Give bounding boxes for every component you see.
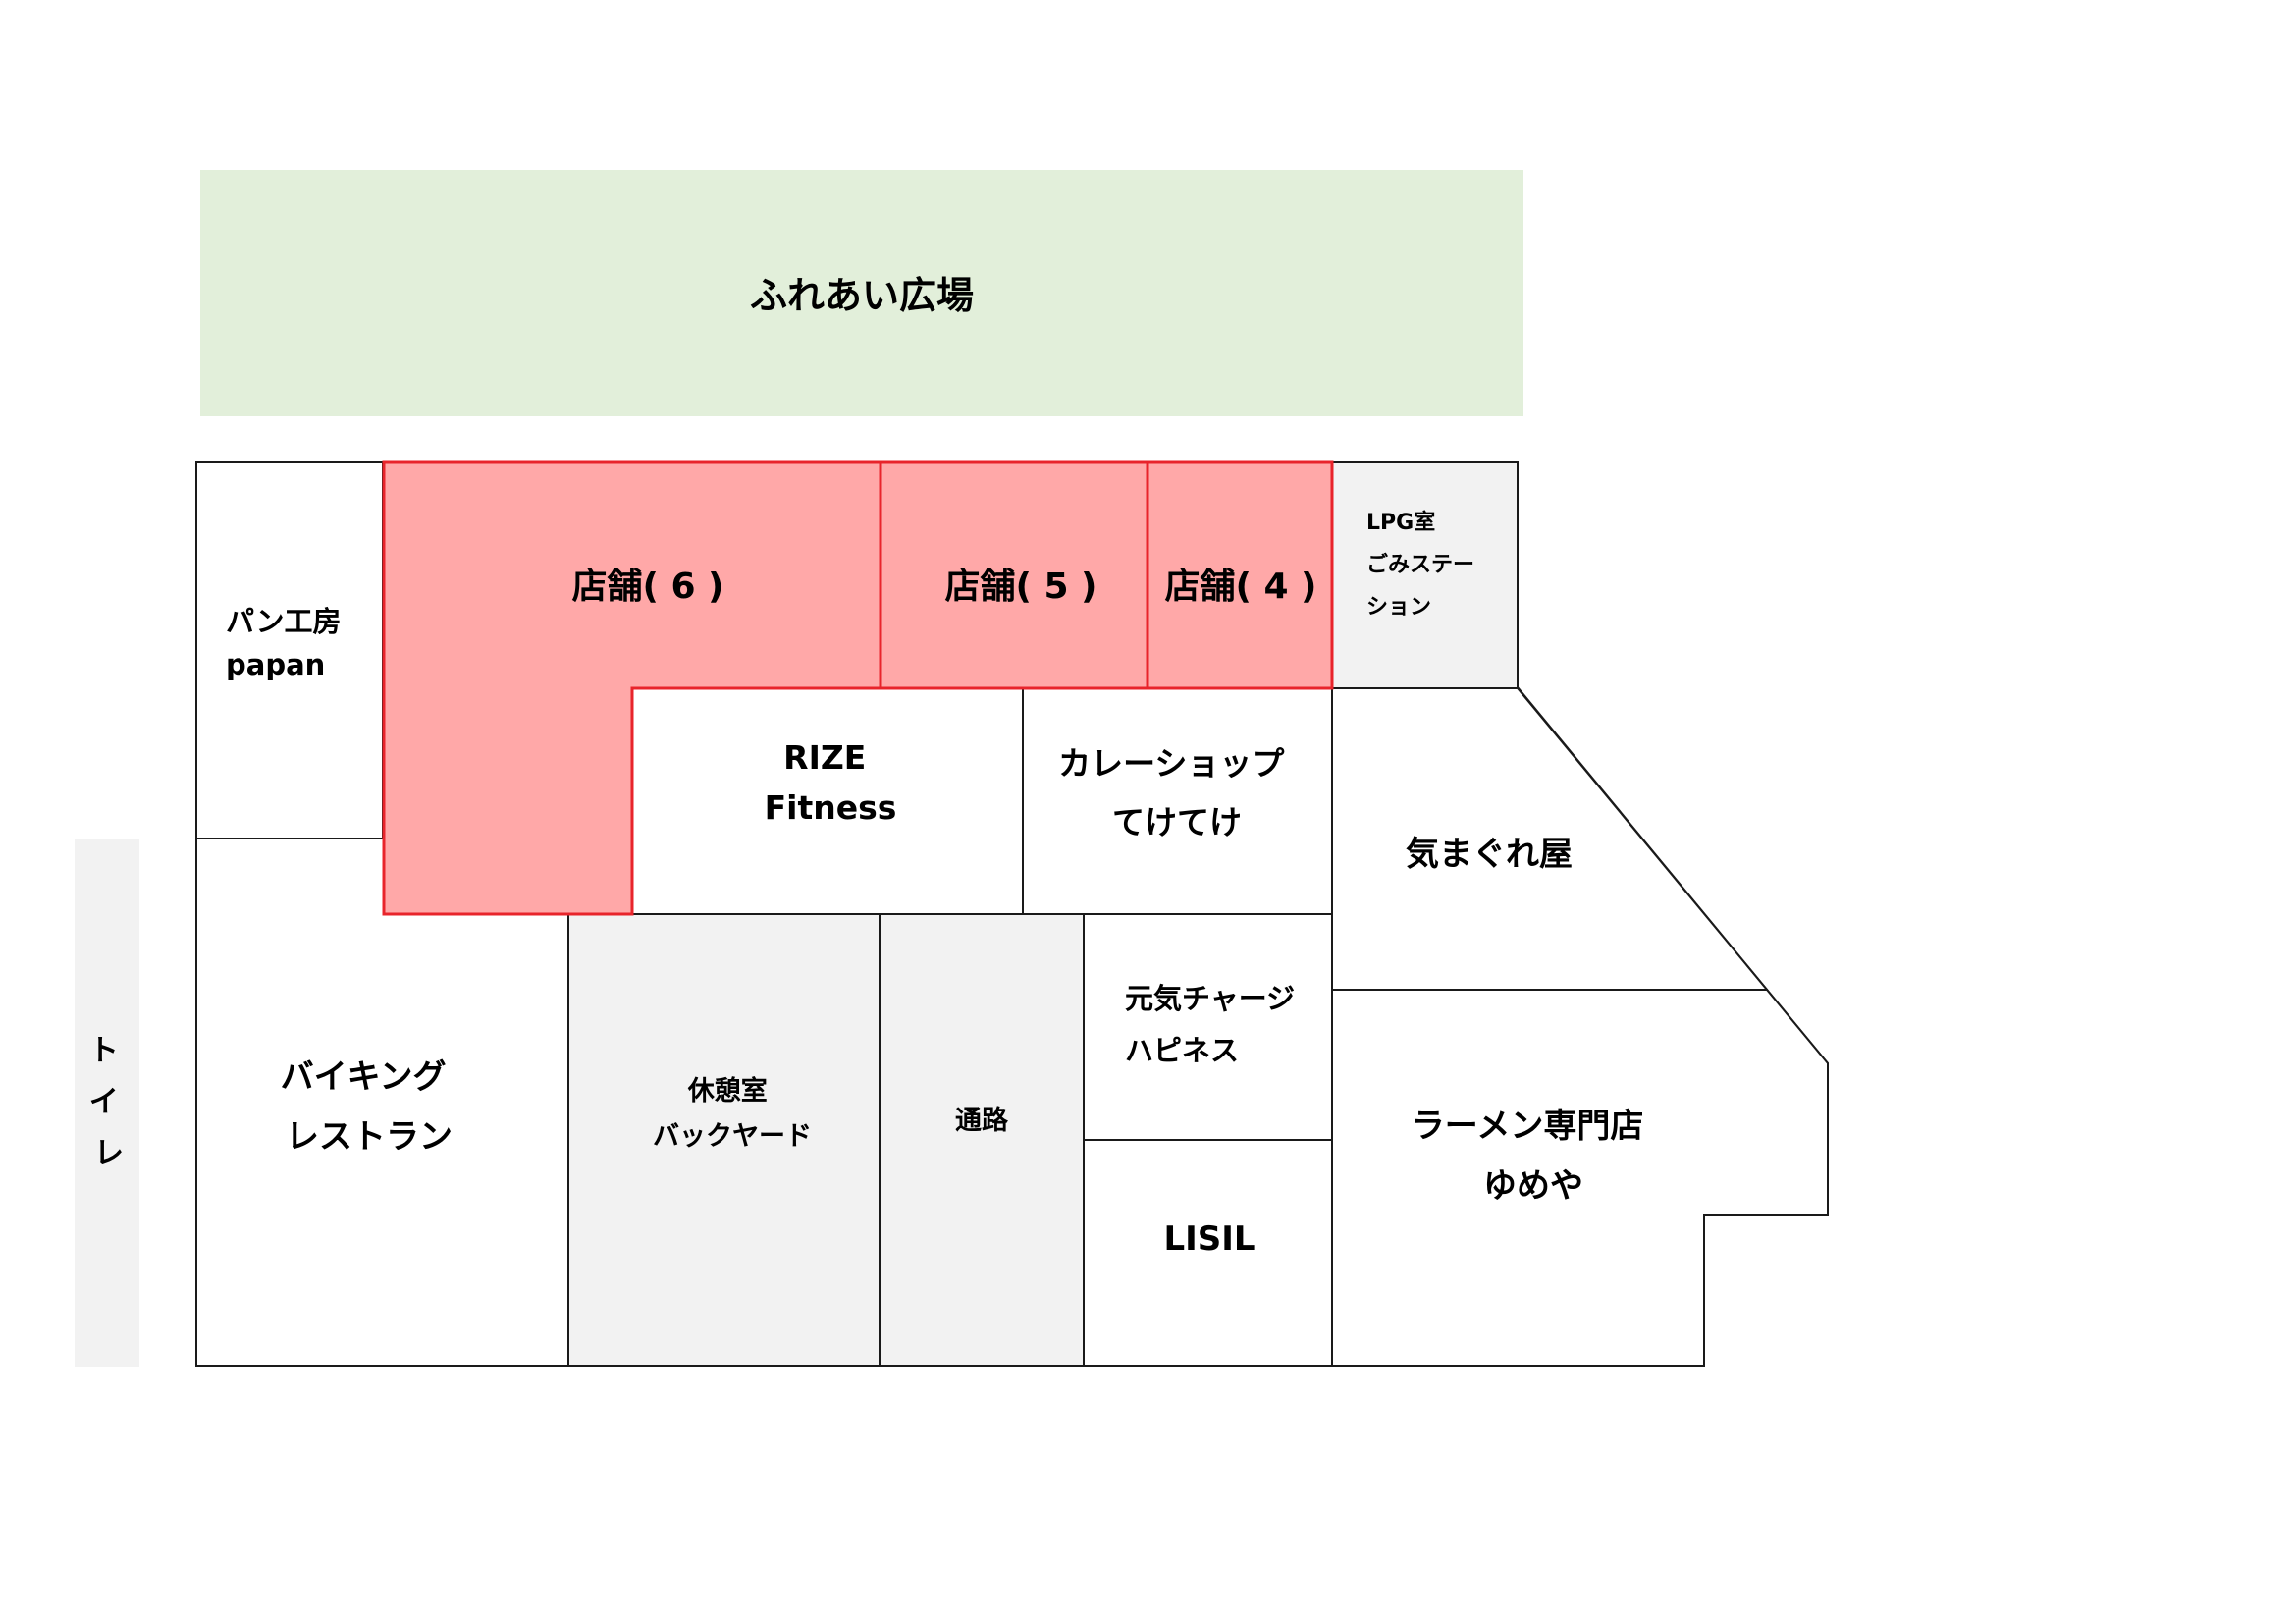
store-4-area[interactable] bbox=[1146, 460, 1334, 690]
plaza-area[interactable] bbox=[200, 170, 1523, 416]
passage-label: 通路 bbox=[955, 1105, 1009, 1136]
genki-charge-label: 元気チャージ ハピネス bbox=[1125, 982, 1305, 1067]
rize-fitness-label: RIZE Fitness bbox=[765, 738, 897, 827]
rize-fitness-area[interactable] bbox=[631, 687, 1024, 915]
ramen-shop-label: ラーメン専門店 ゆめや bbox=[1412, 1107, 1655, 1206]
lpg-room-label: LPG室 ごみステー ション bbox=[1366, 510, 1482, 620]
plaza-label: ふれあい広場 bbox=[750, 274, 974, 317]
kimagure-ya-label: 気まぐれ屋 bbox=[1406, 835, 1573, 874]
store-6-label: 店舗( 6 ) bbox=[571, 567, 723, 607]
curry-shop-label: カレーショップ てけてけ bbox=[1058, 744, 1296, 841]
store-5-label: 店舗( 5 ) bbox=[944, 567, 1096, 607]
lisil-area[interactable] bbox=[1083, 1139, 1333, 1367]
curry-shop-area[interactable] bbox=[1022, 687, 1333, 915]
ramen-shop-area[interactable] bbox=[1331, 989, 1829, 1367]
store-4-label: 店舗( 4 ) bbox=[1164, 567, 1316, 607]
viking-restaurant-area[interactable] bbox=[195, 838, 569, 1367]
bakery-area[interactable] bbox=[195, 461, 384, 839]
rest-room-area[interactable] bbox=[567, 913, 881, 1367]
genki-charge-area[interactable] bbox=[1083, 913, 1333, 1141]
rest-room-label: 休憩室 バックヤード bbox=[653, 1075, 812, 1152]
toilet-label: ト イ レ bbox=[89, 1034, 129, 1170]
passage-area[interactable] bbox=[879, 913, 1085, 1367]
viking-restaurant-label: バイキング レストラン bbox=[281, 1057, 458, 1157]
store-5-area[interactable] bbox=[879, 460, 1149, 690]
toilet-area[interactable] bbox=[75, 839, 139, 1367]
lisil-label: LISIL bbox=[1163, 1219, 1255, 1259]
bakery-label: パン工房 papan bbox=[226, 605, 351, 681]
